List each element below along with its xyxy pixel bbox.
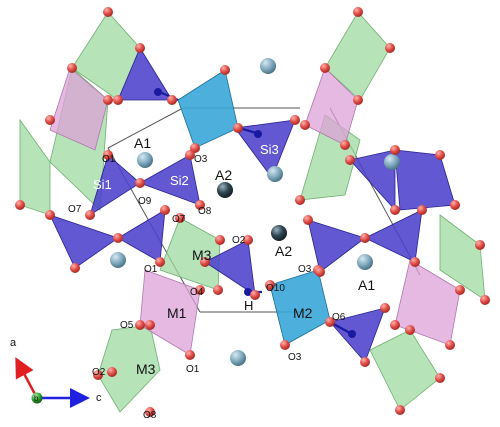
label-o3-c: O3	[288, 352, 302, 363]
label-o8-b: O8	[143, 410, 157, 421]
label-m1: M1	[167, 305, 187, 321]
axis-c-label: c	[96, 392, 102, 404]
label-a1-right: A1	[358, 277, 375, 293]
label-o6: O6	[332, 312, 346, 323]
label-a2-top: A2	[215, 167, 232, 183]
label-o5: O5	[120, 320, 134, 331]
label-o7-a: O7	[68, 204, 82, 215]
label-o9: O9	[138, 196, 152, 207]
label-m3-top: M3	[192, 247, 212, 263]
label-a2-bottom: A2	[275, 243, 292, 259]
label-m2: M2	[293, 305, 313, 321]
label-si2: Si2	[170, 173, 189, 188]
label-o1-b: O1	[144, 264, 158, 275]
label-o8-a: O8	[198, 206, 212, 217]
label-o1-c: O1	[186, 364, 200, 375]
hydrogen-atoms	[154, 88, 356, 338]
label-o7-b: O7	[172, 214, 186, 225]
si-tetrahedra	[49, 47, 456, 363]
label-m3-bottom: M3	[136, 361, 156, 377]
m2-tetrahedra	[177, 69, 331, 346]
oxygen-atoms	[15, 7, 490, 417]
axis-a-label: a	[10, 337, 17, 349]
axis-triad: a b c	[10, 337, 102, 408]
label-si1: Si1	[93, 177, 112, 192]
label-a1-left: A1	[134, 135, 151, 151]
axis-b-sphere	[31, 392, 43, 404]
label-h: H	[244, 298, 253, 313]
cation-spheres	[110, 58, 400, 366]
atom-labels: A1 A2 A2 A1 Si1 Si2 Si3 M3 M1 M2 M3 H O1…	[68, 135, 375, 421]
label-o3-a: O3	[194, 154, 208, 165]
label-o4: O4	[190, 287, 204, 298]
label-o1-a: O1	[102, 154, 116, 165]
axis-a-arrow	[15, 357, 39, 399]
pink-octahedra	[49, 67, 461, 356]
label-o3-b: O3	[298, 264, 312, 275]
label-si3: Si3	[260, 142, 279, 157]
axis-b-label: b	[34, 394, 39, 403]
label-o10: O10	[266, 283, 285, 294]
label-o2-b: O2	[92, 367, 106, 378]
label-o2-a: O2	[232, 235, 246, 246]
